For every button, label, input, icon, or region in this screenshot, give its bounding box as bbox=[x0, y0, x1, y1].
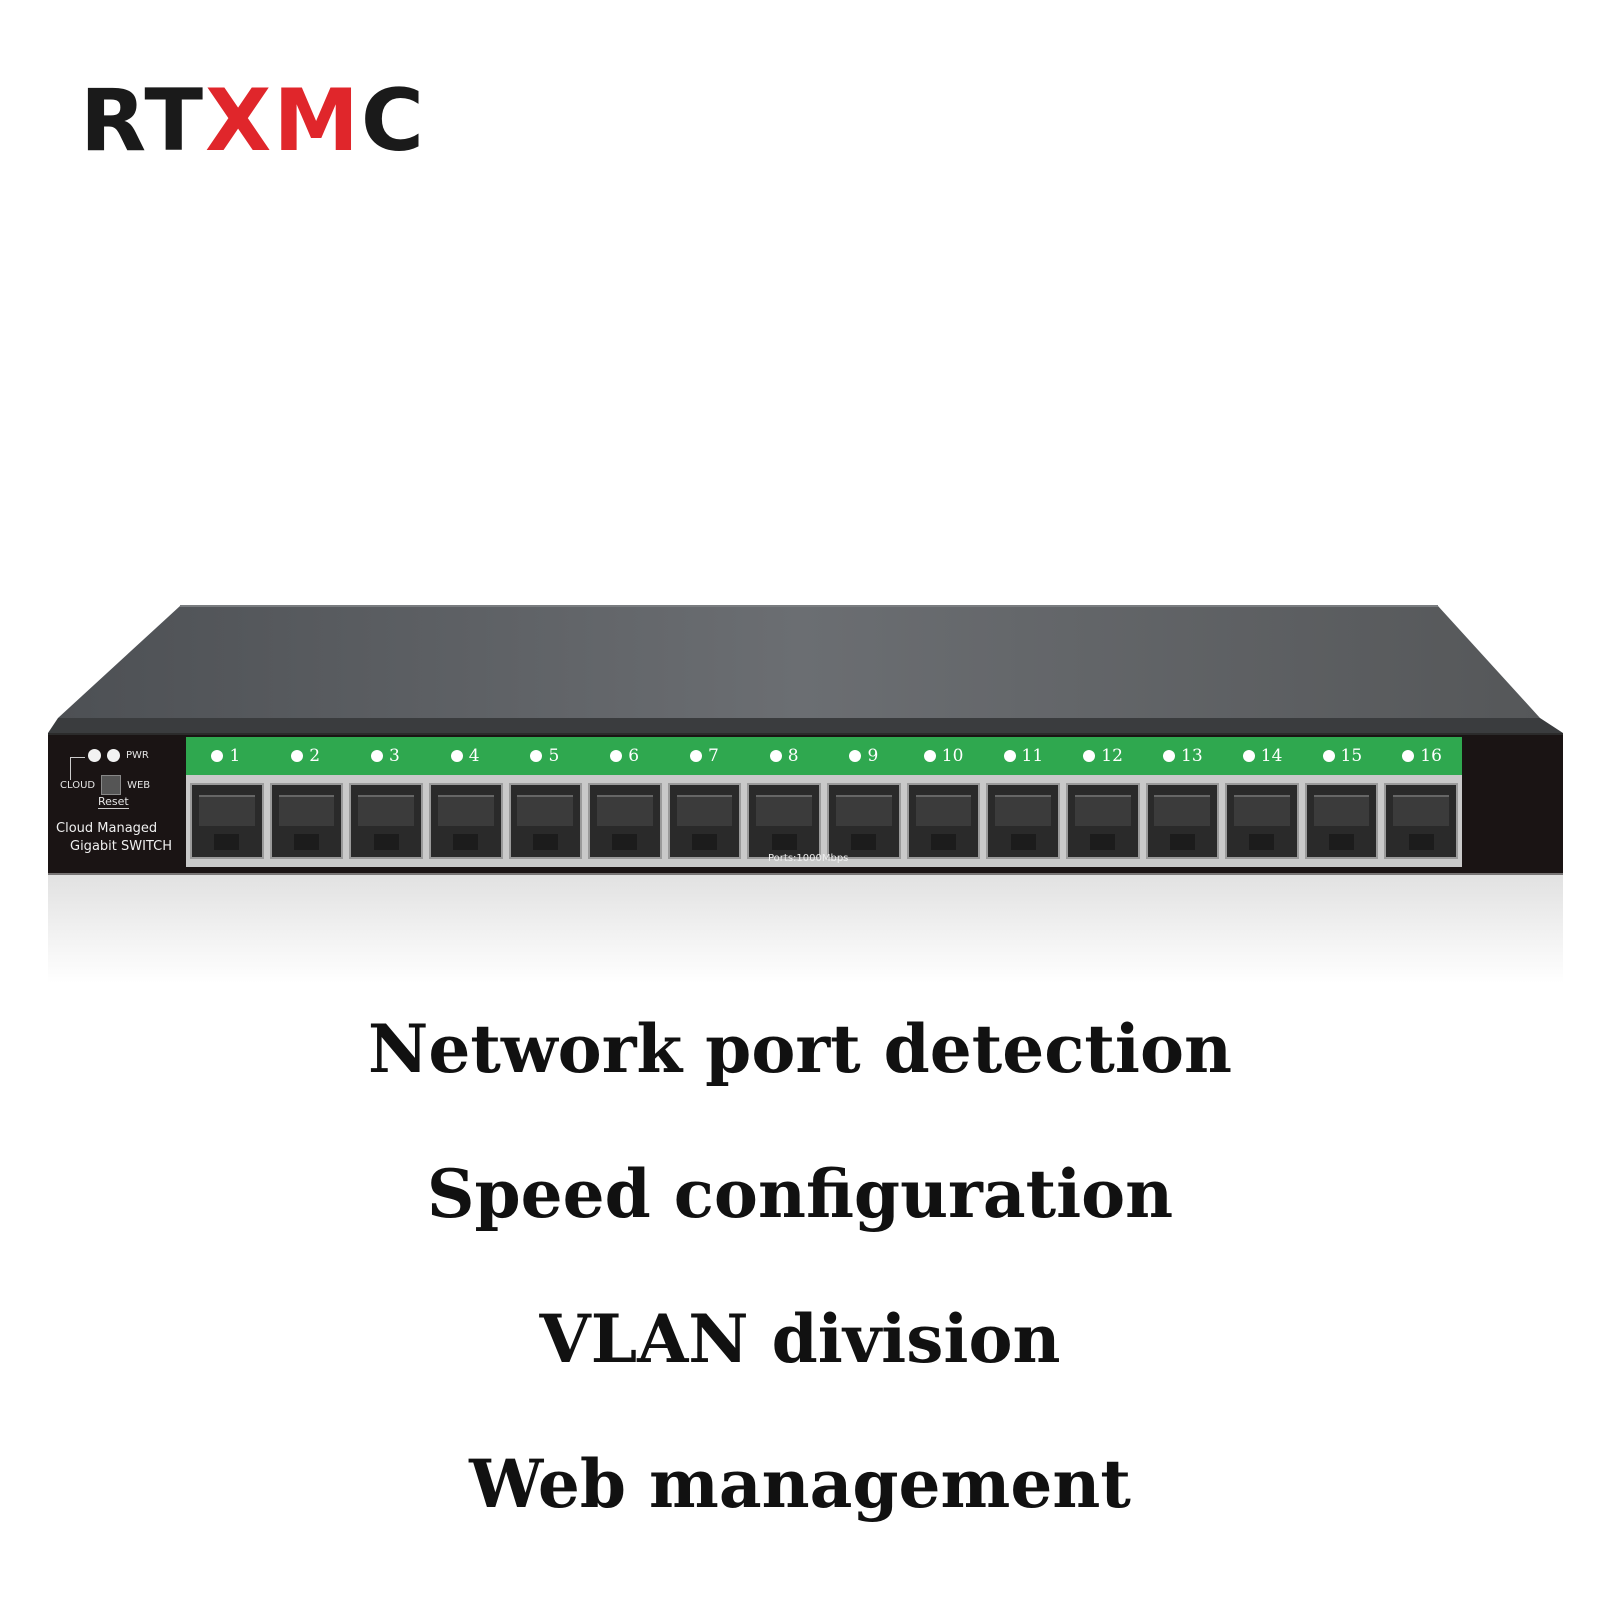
port-number: 7 bbox=[707, 746, 719, 766]
port-led-icon bbox=[769, 750, 782, 762]
port-label-7: 7 bbox=[665, 737, 745, 775]
port-label-1: 1 bbox=[186, 737, 266, 775]
port-label-15: 15 bbox=[1303, 737, 1383, 775]
rj45-port-icon bbox=[428, 783, 503, 859]
port-led-icon bbox=[1402, 750, 1415, 762]
pwr-label: PWR bbox=[126, 750, 149, 761]
port-led-icon bbox=[1163, 750, 1176, 762]
rj45-port-icon bbox=[827, 783, 901, 859]
port-led-icon bbox=[849, 750, 862, 762]
device-reflection bbox=[48, 873, 1563, 983]
port-label-8: 8 bbox=[744, 737, 824, 775]
port-led-icon bbox=[1003, 750, 1016, 762]
rj45-ports bbox=[186, 775, 1462, 867]
reset-label: Reset bbox=[98, 795, 129, 809]
port-number: 14 bbox=[1260, 746, 1283, 766]
port-led-icon bbox=[530, 750, 543, 762]
feature-item: VLAN division bbox=[539, 1300, 1061, 1378]
port-number: 12 bbox=[1101, 746, 1123, 766]
speed-label: Ports:1000Mbps bbox=[768, 853, 849, 864]
web-label: WEB bbox=[127, 779, 151, 791]
port-label-13: 13 bbox=[1143, 737, 1223, 775]
feature-item: Network port detection bbox=[368, 1010, 1232, 1088]
port-number: 9 bbox=[867, 746, 879, 766]
logo-text-rt: RT bbox=[80, 71, 206, 171]
toggle-switch bbox=[101, 775, 122, 795]
port-number: 16 bbox=[1420, 746, 1442, 766]
port-number: 1 bbox=[229, 746, 241, 766]
rj45-port-icon bbox=[269, 783, 344, 859]
switch-front-panel: PWR CLOUD WEB Reset Cloud Managed Gigabi… bbox=[48, 733, 1563, 875]
logo-text-xm: XM bbox=[205, 71, 361, 171]
port-led-icon bbox=[1322, 750, 1335, 762]
logo-text-c: C bbox=[360, 71, 427, 171]
port-number: 13 bbox=[1181, 746, 1203, 766]
feature-item: Speed configuration bbox=[426, 1155, 1174, 1233]
switch-top-cover bbox=[48, 605, 1563, 733]
port-led-icon bbox=[211, 750, 224, 762]
port-label-14: 14 bbox=[1223, 737, 1303, 775]
cloud-label: CLOUD bbox=[60, 779, 96, 791]
mode-switch: CLOUD WEB bbox=[60, 775, 150, 795]
rj45-port-icon bbox=[190, 783, 264, 859]
control-panel: PWR CLOUD WEB Reset Cloud Managed Gigabi… bbox=[48, 735, 188, 875]
port-led-icon bbox=[923, 750, 936, 762]
port-number: 15 bbox=[1340, 746, 1363, 766]
port-led-icon bbox=[450, 750, 463, 762]
network-switch-image: PWR CLOUD WEB Reset Cloud Managed Gigabi… bbox=[48, 605, 1563, 983]
rj45-port-icon bbox=[1225, 783, 1299, 859]
port-number: 10 bbox=[941, 746, 964, 766]
port-label-6: 6 bbox=[585, 737, 665, 775]
port-label-2: 2 bbox=[266, 737, 346, 775]
status-leds: PWR bbox=[88, 749, 149, 762]
rj45-port-icon bbox=[1304, 783, 1379, 859]
port-label-10: 10 bbox=[904, 737, 984, 775]
rj45-port-icon bbox=[906, 783, 981, 859]
brand-logo: RTXMC bbox=[80, 78, 426, 164]
port-led-icon bbox=[1242, 750, 1255, 762]
port-led-icon bbox=[610, 750, 623, 762]
rj45-port-icon bbox=[1145, 783, 1220, 859]
feature-item: Web management bbox=[469, 1445, 1131, 1523]
port-number: 5 bbox=[548, 746, 560, 766]
rj45-port-icon bbox=[508, 783, 583, 859]
port-label-9: 9 bbox=[824, 737, 904, 775]
port-label-12: 12 bbox=[1063, 737, 1143, 775]
port-label-3: 3 bbox=[346, 737, 426, 775]
port-label-16: 16 bbox=[1382, 737, 1462, 775]
port-led-icon bbox=[689, 750, 702, 762]
led-icon bbox=[88, 749, 101, 762]
product-line1: Cloud Managed bbox=[56, 821, 158, 836]
rj45-port-icon bbox=[667, 783, 742, 859]
port-led-icon bbox=[1083, 750, 1096, 762]
port-number: 11 bbox=[1021, 746, 1044, 766]
rj45-port-icon bbox=[986, 783, 1060, 859]
rj45-port-icon bbox=[588, 783, 662, 859]
rj45-port-icon bbox=[349, 783, 423, 859]
port-number: 2 bbox=[309, 746, 321, 766]
port-number: 8 bbox=[787, 746, 799, 766]
rj45-port-icon bbox=[1065, 783, 1140, 859]
port-label-11: 11 bbox=[984, 737, 1064, 775]
product-line2: Gigabit SWITCH bbox=[70, 839, 172, 854]
rj45-port-icon bbox=[747, 783, 821, 859]
rj45-port-icon bbox=[1384, 783, 1458, 859]
port-led-icon bbox=[370, 750, 383, 762]
port-number: 3 bbox=[388, 746, 400, 766]
port-label-5: 5 bbox=[505, 737, 585, 775]
port-led-icon bbox=[291, 750, 304, 762]
port-label-4: 4 bbox=[425, 737, 505, 775]
led-icon bbox=[107, 749, 120, 762]
port-number: 4 bbox=[468, 746, 480, 766]
port-number: 6 bbox=[628, 746, 640, 766]
